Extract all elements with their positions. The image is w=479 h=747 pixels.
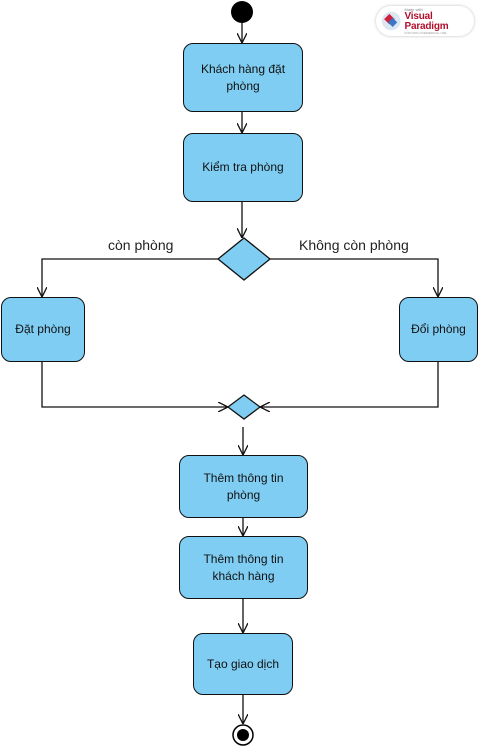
activity-book-room: Đặt phòng	[1, 297, 85, 362]
logo-tagline: FOR NON-COMMERCIAL USE	[404, 30, 447, 35]
activity-label: Tạo giao dịch	[206, 656, 280, 671]
activity-label: Đặt phòng	[15, 322, 71, 336]
activity-change-room: Đổi phòng	[399, 297, 478, 362]
activity-label: Thêm thông tin phòng	[203, 470, 284, 502]
visual-paradigm-logo-icon	[381, 11, 401, 31]
activity-create-transaction: Tạo giao dịch	[193, 633, 293, 695]
guard-available: còn phòng	[108, 237, 174, 253]
activity-check-room: Kiểm tra phòng	[183, 133, 303, 202]
activity-add-room-info: Thêm thông tin phòng	[179, 455, 308, 518]
edge-decision-to-change-room	[270, 258, 438, 297]
edge-change-room-to-merge	[260, 362, 439, 407]
logo-made-with: Made with	[404, 6, 423, 12]
edge-decision-to-book-room	[42, 258, 218, 297]
activity-label: Khách hàng đặt phòng	[200, 61, 286, 93]
edge-book-room-to-merge	[41, 362, 228, 407]
logo-brand: Visual Paradigm	[404, 10, 449, 32]
guard-unavailable: Không còn phòng	[299, 237, 409, 253]
visual-paradigm-logo: Made with Visual Paradigm FOR NON-COMMER…	[376, 6, 474, 36]
final-node-core	[237, 729, 249, 741]
activity-label: Đổi phòng	[411, 322, 466, 336]
activity-label: Kiểm tra phòng	[202, 160, 284, 174]
decision-node	[216, 237, 272, 281]
merge-node	[226, 394, 262, 420]
activity-add-customer-info: Thêm thông tin khách hàng	[179, 536, 308, 599]
activity-customer-book: Khách hàng đặt phòng	[183, 43, 303, 112]
activity-label: Thêm thông tin khách hàng	[203, 551, 284, 583]
initial-node	[231, 1, 253, 23]
